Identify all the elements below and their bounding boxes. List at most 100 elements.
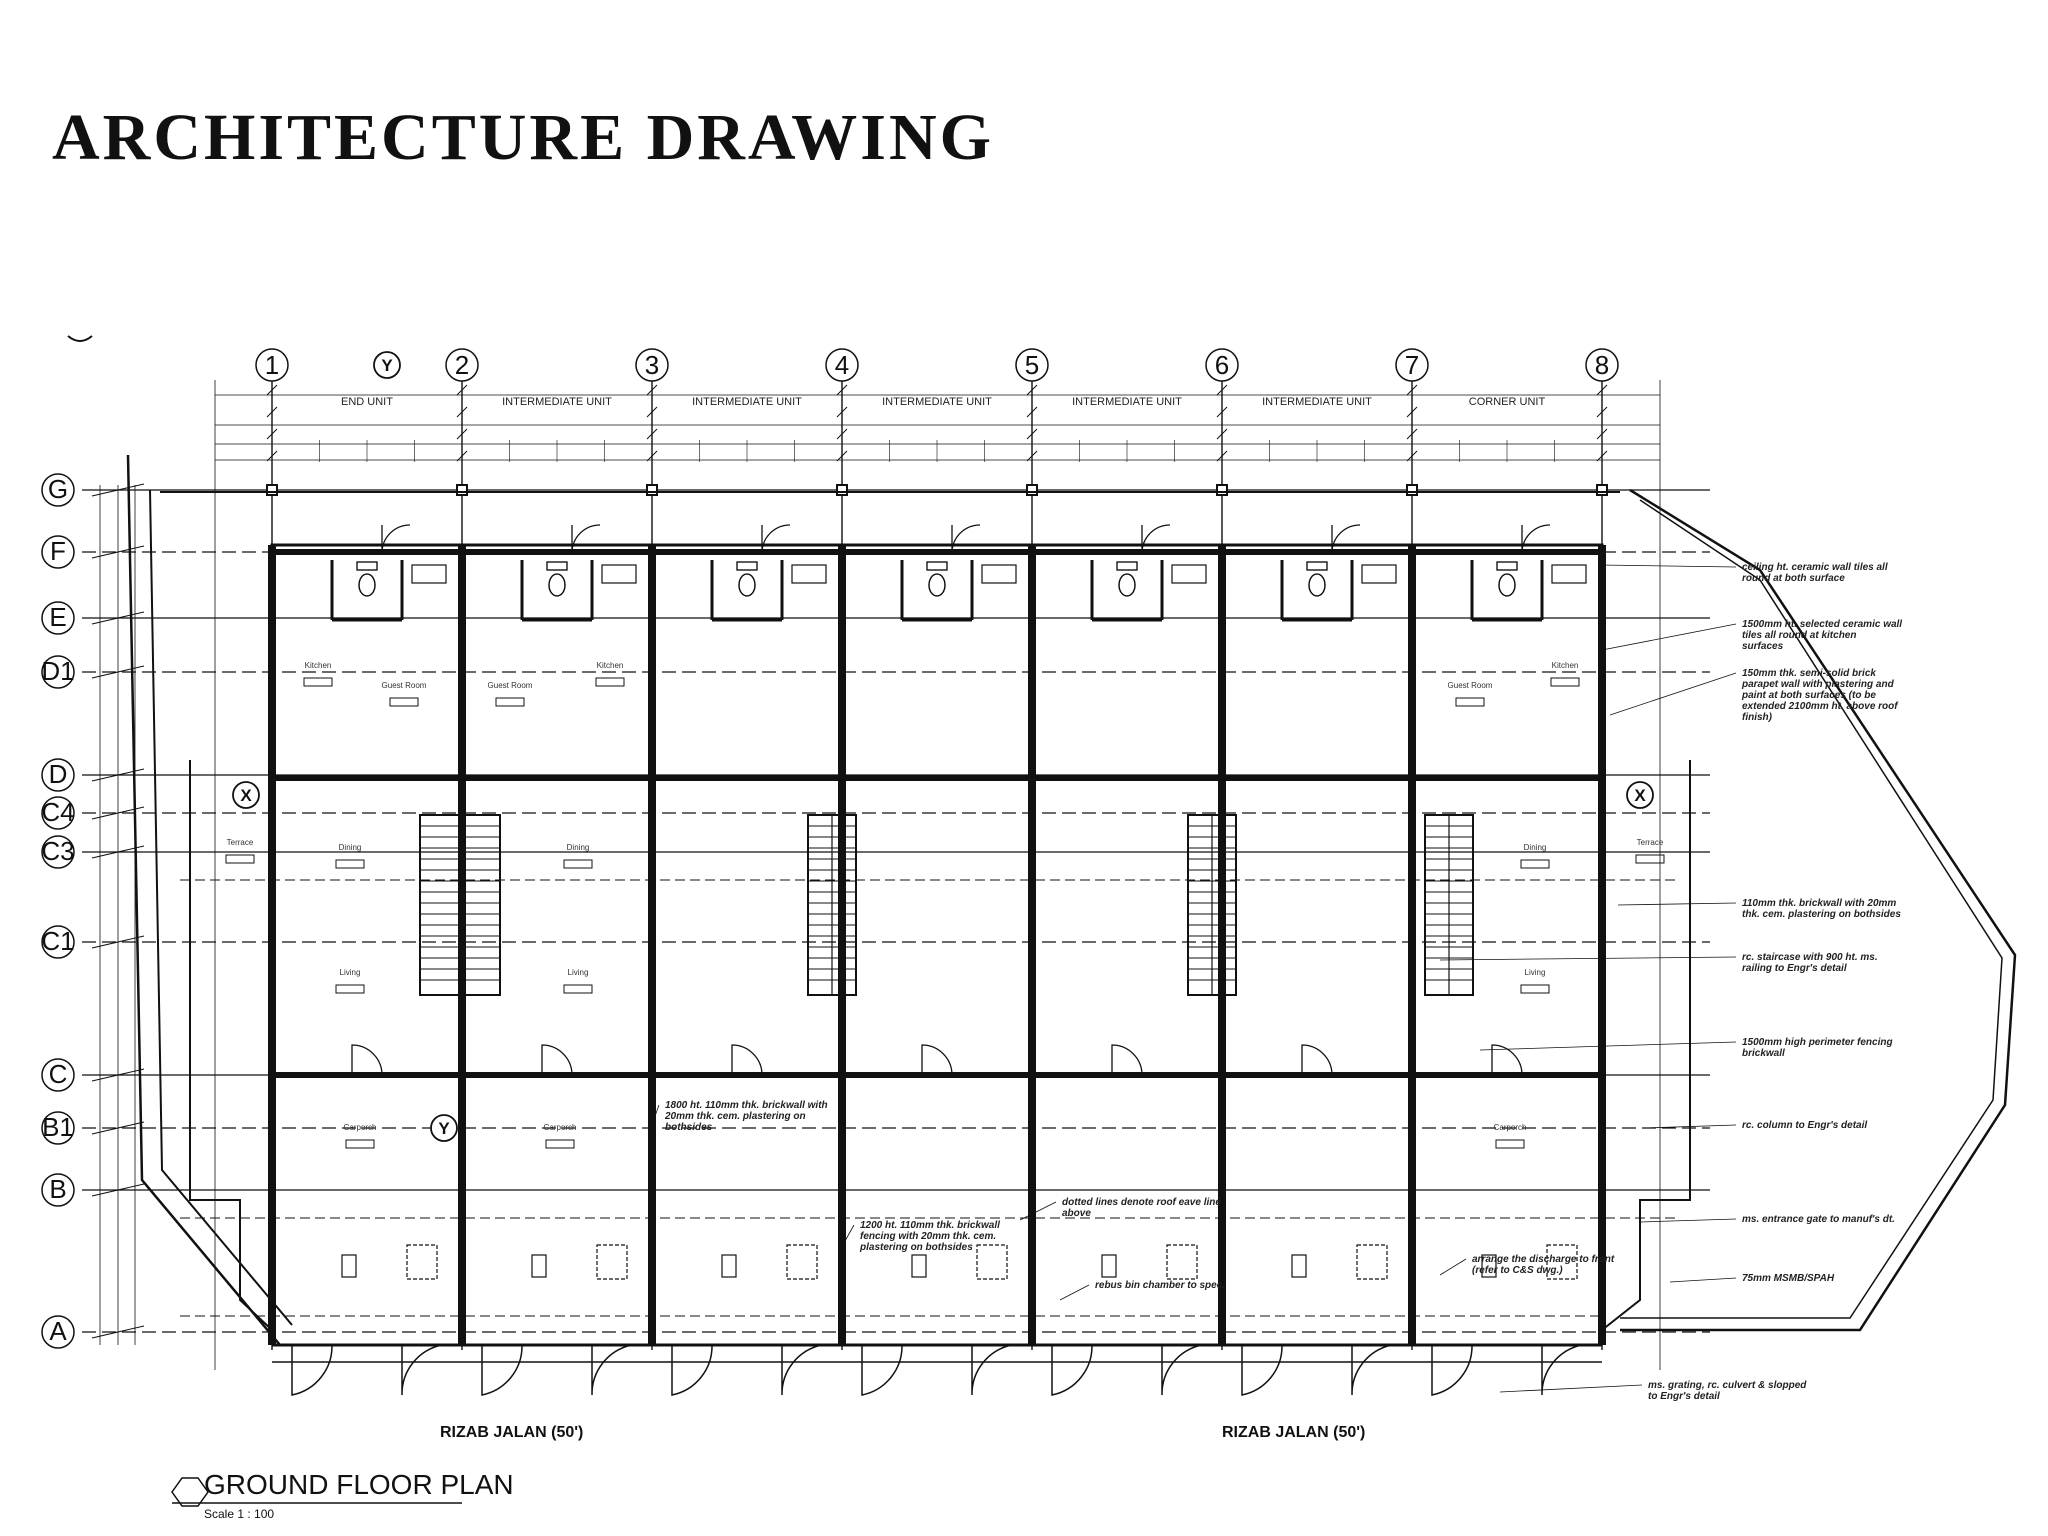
rear-door (1331, 524, 1361, 553)
sink (411, 564, 447, 584)
bin-chamber (1356, 1244, 1388, 1280)
annotation-note: rebus bin chamber to spec. (1095, 1280, 1225, 1291)
row-bubble-label: C3 (41, 836, 74, 866)
column-bubble-label: 1 (265, 350, 279, 380)
annotation-note: rc. column to Engr's detail (1742, 1120, 1867, 1131)
room-label: Guest Room (1448, 681, 1493, 690)
toilet-bowl (738, 573, 756, 597)
room-label: Terrace (1637, 838, 1664, 847)
row-bubble (41, 1111, 75, 1145)
row-bubble-label: D1 (41, 656, 74, 686)
room-level-tag (345, 1139, 375, 1149)
party-wall (648, 545, 656, 1345)
entrance-door (731, 1044, 763, 1076)
column (1596, 484, 1608, 496)
sink (1171, 564, 1207, 584)
column-bubble-label: 3 (645, 350, 659, 380)
row-bubble-label: B (49, 1174, 66, 1204)
row-bubble (41, 535, 75, 569)
annotation-note-line: bothsides (665, 1122, 713, 1133)
annotation-note: ms. entrance gate to manuf's dt. (1742, 1214, 1895, 1225)
room-level-tag (545, 1139, 575, 1149)
toilet-bowl (928, 573, 946, 597)
rear-door (1521, 524, 1551, 553)
note-leader (1479, 1041, 1737, 1051)
dimension-tick (91, 545, 145, 559)
gate-leaf (1541, 1344, 1583, 1396)
entrance-door (351, 1044, 383, 1076)
cistern (356, 561, 378, 571)
row-bubble (41, 1058, 75, 1092)
room-label: Carporch (544, 1123, 577, 1132)
annotation-note-line: 150mm thk. semi-solid brick (1742, 668, 1876, 679)
annotation-note-line: fencing with 20mm thk. cem. (860, 1231, 996, 1242)
column-bubble (825, 348, 859, 382)
column-bubble (1015, 348, 1049, 382)
gate-leaf (1051, 1344, 1093, 1396)
party-wall (1218, 545, 1226, 1345)
cistern (736, 561, 758, 571)
annotation-note-line: ms. entrance gate to manuf's dt. (1742, 1214, 1895, 1225)
road-label-left: RIZAB JALAN (50') (440, 1424, 583, 1441)
annotation-note-line: plastering on bothsides (859, 1242, 973, 1253)
annotation-note: 75mm MSMB/SPAH (1742, 1273, 1835, 1284)
note-leader (1601, 623, 1737, 651)
section-marker-label: X (240, 786, 252, 805)
room-label: Living (340, 968, 361, 977)
grid-lines (82, 375, 1710, 1350)
building-walls (189, 484, 1691, 1363)
note-leader (1609, 672, 1737, 716)
cistern (1116, 561, 1138, 571)
gate-leaf (481, 1344, 523, 1396)
annotation-note-line: rc. column to Engr's detail (1742, 1120, 1867, 1131)
party-wall (1028, 545, 1036, 1345)
sink (981, 564, 1017, 584)
entrance-door (921, 1044, 953, 1076)
unit-label: INTERMEDIATE UNIT (1262, 396, 1372, 408)
room-label: Living (568, 968, 589, 977)
room-label: Living (1525, 968, 1546, 977)
room-level-tag (335, 984, 365, 994)
column (836, 484, 848, 496)
row-bubble-label: D (49, 759, 68, 789)
room-label: Guest Room (488, 681, 533, 690)
row-bubble-label: C (49, 1059, 68, 1089)
room-level-tag (563, 859, 593, 869)
annotation-note-line: tiles all round at kitchen (1742, 630, 1856, 641)
section-marker (1626, 781, 1654, 809)
bin-chamber (786, 1244, 818, 1280)
meter-box (911, 1254, 927, 1278)
bin-chamber (596, 1244, 628, 1280)
cistern (1496, 561, 1518, 571)
annotation-note-line: brickwall (1742, 1048, 1785, 1059)
row-bubble-label: C1 (41, 926, 74, 956)
annotation-note-line: 20mm thk. cem. plastering on (664, 1111, 806, 1122)
column-bubble-label: 8 (1595, 350, 1609, 380)
annotation-note-line: 110mm thk. brickwall with 20mm (1742, 898, 1896, 909)
room-label: Kitchen (597, 661, 624, 670)
bin-chamber (406, 1244, 438, 1280)
rear-door (571, 524, 601, 553)
note-leader (1639, 1218, 1737, 1223)
column-bubble-label: 6 (1215, 350, 1229, 380)
gate-leaf (1161, 1344, 1203, 1396)
room-level-tag (1550, 677, 1580, 687)
sink (601, 564, 637, 584)
gate-leaf (401, 1344, 443, 1396)
room-level-tag (495, 697, 525, 707)
cistern (546, 561, 568, 571)
row-bubble (41, 655, 75, 689)
annotation-note-line: ms. grating, rc. culvert & slopped (1648, 1380, 1807, 1391)
sink (791, 564, 827, 584)
room-level-tag (1495, 1139, 1525, 1149)
plan-title-block: GROUND FLOOR PLAN Scale 1 : 100 (171, 1469, 514, 1521)
cistern (1306, 561, 1328, 571)
annotation-note-line: 75mm MSMB/SPAH (1742, 1273, 1835, 1284)
